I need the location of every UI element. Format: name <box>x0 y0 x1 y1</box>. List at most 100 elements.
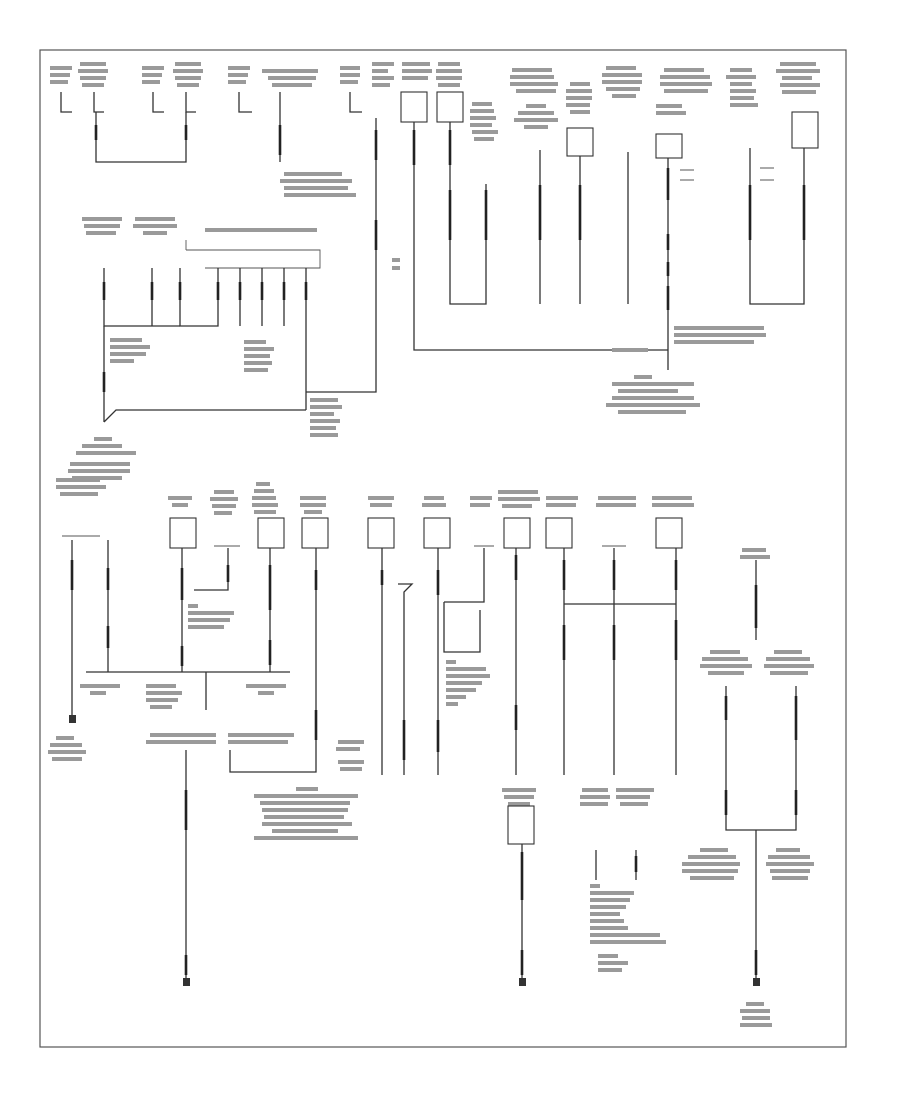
component-label <box>510 68 558 129</box>
component-label <box>262 69 318 87</box>
component-label <box>402 62 432 80</box>
wire <box>185 92 196 113</box>
component-label <box>436 62 462 87</box>
connector <box>655 133 683 159</box>
component-label <box>616 788 654 806</box>
wire <box>595 850 637 880</box>
wire <box>103 268 180 327</box>
wire <box>62 535 240 547</box>
component-label <box>580 788 610 806</box>
connector <box>367 517 395 549</box>
splice-note <box>80 684 286 709</box>
ground-terminal <box>69 715 76 723</box>
connector <box>507 805 535 845</box>
wire <box>749 148 805 305</box>
ground-point-label <box>740 1002 772 1027</box>
component-label <box>470 102 498 141</box>
component-label <box>78 62 108 87</box>
component-label <box>726 68 758 107</box>
splice-note <box>446 660 490 706</box>
component-label <box>173 62 203 87</box>
connector <box>566 127 594 157</box>
component-label <box>300 496 326 514</box>
connector <box>436 91 464 123</box>
component-label <box>422 496 446 507</box>
ground-terminal <box>183 978 190 986</box>
diagram-frame <box>39 49 847 1048</box>
component-label <box>764 650 814 675</box>
ground-point-label <box>606 375 700 414</box>
bottom-left-ground-circuits <box>48 478 358 986</box>
wire-note <box>280 172 356 197</box>
component-label <box>498 490 540 508</box>
component-label <box>656 68 712 115</box>
component-label <box>740 548 770 559</box>
wire <box>444 548 485 603</box>
wire <box>449 122 487 305</box>
splice-note <box>110 338 150 363</box>
component-label <box>368 496 394 507</box>
bottom-center-ground-circuits <box>336 490 694 986</box>
wire <box>194 548 229 591</box>
ground-point-label <box>336 740 364 771</box>
connector <box>400 91 428 123</box>
splice-note <box>590 884 666 972</box>
wire-note <box>392 258 766 352</box>
wire <box>413 122 668 351</box>
wire <box>349 92 362 113</box>
splice-note <box>310 398 342 437</box>
wire <box>103 409 306 423</box>
ground-point-label <box>254 787 358 840</box>
connector <box>503 517 531 549</box>
top-left-ground-circuits <box>50 62 378 480</box>
ground-point-label <box>682 848 740 880</box>
connector <box>423 517 451 549</box>
wire <box>95 112 187 163</box>
component-label <box>205 228 317 232</box>
component-label <box>372 62 394 87</box>
ground-point-label <box>68 437 136 480</box>
connector <box>791 111 819 149</box>
component-label <box>228 66 250 84</box>
component-label <box>56 478 106 496</box>
wire <box>229 548 317 773</box>
module-outline <box>185 240 321 269</box>
component-label <box>596 496 636 507</box>
wire <box>93 92 104 113</box>
component-label <box>470 496 492 507</box>
component-label <box>546 496 578 507</box>
connector <box>655 517 683 549</box>
ground-point-label <box>48 736 86 761</box>
splice-note <box>188 604 234 629</box>
wire <box>152 92 164 113</box>
component-label <box>502 788 536 806</box>
connector <box>301 517 329 549</box>
wire <box>60 92 72 113</box>
ground-point-label <box>766 848 814 880</box>
splice-note <box>244 340 274 372</box>
wire <box>760 167 774 181</box>
wire <box>398 583 414 775</box>
component-label <box>252 482 278 514</box>
component-label <box>82 217 122 235</box>
ground-terminal <box>519 978 526 986</box>
component-label <box>566 82 592 114</box>
wire <box>238 92 252 113</box>
splice-note <box>146 733 294 744</box>
wire <box>680 169 694 181</box>
component-label <box>210 490 238 515</box>
component-label <box>133 217 177 235</box>
component-label <box>142 66 164 84</box>
wire <box>443 602 481 653</box>
connector <box>257 517 285 549</box>
connector <box>169 517 197 549</box>
wire <box>725 686 797 831</box>
connector <box>545 517 573 549</box>
component-label <box>652 496 694 507</box>
component-label <box>700 650 752 675</box>
top-right-ground-circuits <box>372 62 820 414</box>
component-label <box>340 66 360 84</box>
bottom-right-ground-circuits <box>682 548 814 1027</box>
component-label <box>776 62 820 94</box>
wire <box>306 118 377 393</box>
